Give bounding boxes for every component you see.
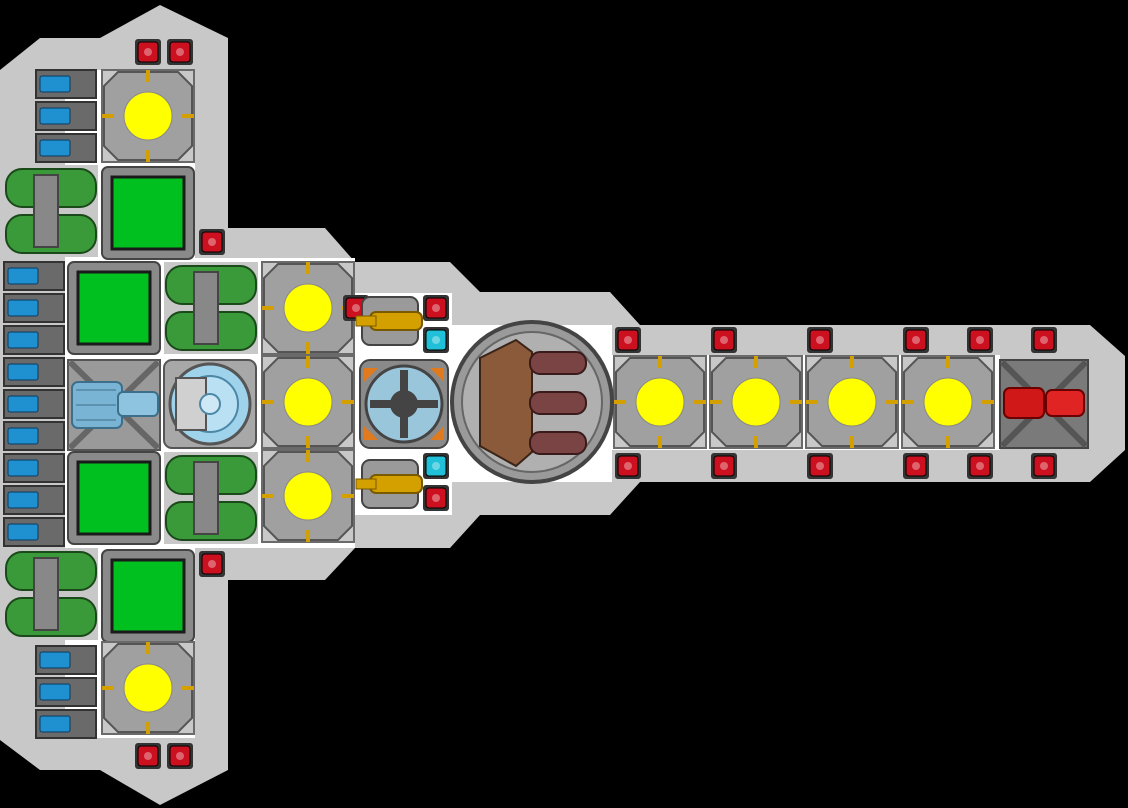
reactor-core[interactable] (805, 355, 899, 449)
red-beacon-light (135, 743, 161, 769)
engine-pod[interactable] (4, 548, 98, 640)
reactor-core[interactable] (901, 355, 995, 449)
reactor-core[interactable] (613, 355, 707, 449)
red-beacon-light (903, 327, 929, 353)
reactor-core[interactable] (261, 355, 355, 449)
thruster (3, 517, 65, 547)
engine-pods (4, 165, 258, 640)
engine-pod[interactable] (164, 452, 258, 544)
storage-bay[interactable] (101, 166, 195, 260)
red-beacon-light (167, 743, 193, 769)
red-beacon-light (167, 39, 193, 65)
reactor-core[interactable] (101, 69, 195, 163)
thruster (3, 325, 65, 355)
red-beacon-light (199, 229, 225, 255)
red-beacon-light (967, 453, 993, 479)
turbine-module[interactable] (359, 359, 449, 449)
drill-module[interactable] (67, 359, 161, 451)
reactor-core[interactable] (709, 355, 803, 449)
red-beacon-light (1031, 327, 1057, 353)
red-beacon-light (711, 453, 737, 479)
red-beacon-light (423, 295, 449, 321)
reactor-cores (101, 69, 995, 735)
engine-pod[interactable] (164, 262, 258, 354)
thruster (35, 69, 97, 99)
reactor-core[interactable] (261, 449, 355, 543)
red-beacon-light (615, 327, 641, 353)
reactor-core[interactable] (261, 261, 355, 355)
red-beacon-light (807, 327, 833, 353)
red-beacon-light (615, 453, 641, 479)
thruster (3, 389, 65, 419)
thruster (35, 133, 97, 163)
reactor-core[interactable] (101, 641, 195, 735)
thruster (3, 293, 65, 323)
thruster (3, 421, 65, 451)
gun-upper[interactable] (355, 296, 423, 346)
red-beacon-light (903, 453, 929, 479)
thruster (35, 709, 97, 739)
red-beacon-light (423, 485, 449, 511)
thruster (3, 261, 65, 291)
shield-module[interactable] (163, 359, 257, 449)
storage-bays (67, 166, 195, 643)
gun-lower[interactable] (355, 459, 423, 509)
thruster (3, 485, 65, 515)
red-beacon-light (807, 453, 833, 479)
cyan-beacon-light (423, 327, 449, 353)
cyan-beacon-light (423, 453, 449, 479)
storage-bay[interactable] (101, 549, 195, 643)
storage-bay[interactable] (67, 451, 161, 545)
red-beacon-light (135, 39, 161, 65)
thruster (3, 357, 65, 387)
thruster (35, 101, 97, 131)
engine-pod[interactable] (4, 165, 98, 257)
red-beacon-light (1031, 453, 1057, 479)
thruster (3, 453, 65, 483)
nose-cannon[interactable] (999, 359, 1089, 449)
thruster (35, 645, 97, 675)
red-beacon-light (967, 327, 993, 353)
red-beacon-light (199, 551, 225, 577)
storage-bay[interactable] (67, 261, 161, 355)
main-turret[interactable] (450, 320, 614, 484)
thruster (35, 677, 97, 707)
thruster-array (3, 69, 97, 739)
red-beacon-light (711, 327, 737, 353)
